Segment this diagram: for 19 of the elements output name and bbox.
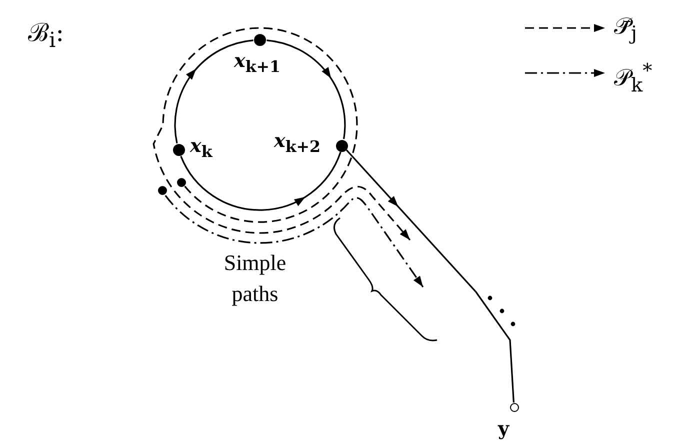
set-label: ℬ$_{i}$: <box>28 20 64 51</box>
vertex-dot <box>336 140 348 152</box>
annotation-text: Simple paths <box>222 249 288 308</box>
arrow <box>346 149 514 403</box>
dashed-path-arrow <box>164 194 424 288</box>
arrow <box>266 40 346 140</box>
arrow <box>180 152 342 211</box>
dashed-path-arrow <box>152 27 411 241</box>
vertex-label: y <box>498 420 510 439</box>
vertex-label: x$_{k+2}$ <box>274 132 321 155</box>
vertex-dot <box>172 144 185 156</box>
legend-label: 𝒫̄$_{j}$ <box>614 16 637 43</box>
endpoint-circle <box>510 402 518 412</box>
start-dot <box>158 186 167 196</box>
start-dot <box>177 178 186 186</box>
vertex-label: x$_{k}$ <box>190 137 212 160</box>
vertex-dot <box>254 34 266 46</box>
vertex-label: x$_{k+1}$ <box>234 52 281 75</box>
arrow <box>174 40 254 144</box>
